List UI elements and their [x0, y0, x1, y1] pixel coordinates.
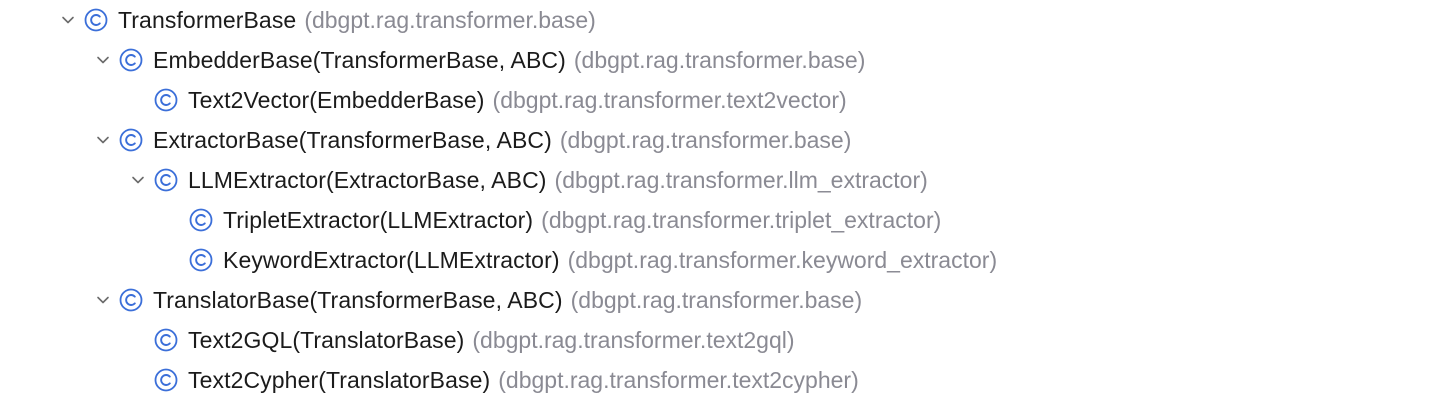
tree-node-text2gql[interactable]: Text2GQL(TranslatorBase) (dbgpt.rag.tran… [128, 320, 795, 360]
node-label: Text2Vector(EmbedderBase) [188, 86, 485, 113]
chevron-down-icon[interactable] [93, 50, 113, 70]
class-icon [119, 48, 143, 72]
node-label: LLMExtractor(ExtractorBase, ABC) [188, 166, 547, 193]
tree-node-translatorbase[interactable]: TranslatorBase(TransformerBase, ABC) (db… [93, 280, 862, 320]
chevron-down-icon[interactable] [93, 130, 113, 150]
node-label: TripletExtractor(LLMExtractor) [223, 206, 534, 233]
node-label: TransformerBase [118, 6, 297, 33]
node-module: (dbgpt.rag.transformer.base) [573, 46, 866, 73]
tree-node-embedderbase[interactable]: EmbedderBase(TransformerBase, ABC) (dbgp… [93, 40, 865, 80]
node-module: (dbgpt.rag.transformer.base) [559, 126, 852, 153]
chevron-down-icon[interactable] [128, 170, 148, 190]
node-module: (dbgpt.rag.transformer.keyword_extractor… [567, 246, 998, 273]
node-label: EmbedderBase(TransformerBase, ABC) [153, 46, 566, 73]
class-icon [154, 368, 178, 392]
chevron-down-icon[interactable] [58, 10, 78, 30]
node-module: (dbgpt.rag.transformer.text2vector) [492, 86, 847, 113]
tree-node-transformerbase[interactable]: TransformerBase (dbgpt.rag.transformer.b… [58, 0, 596, 40]
node-module: (dbgpt.rag.transformer.text2cypher) [498, 366, 859, 393]
node-label: Text2Cypher(TranslatorBase) [188, 366, 491, 393]
class-icon [119, 288, 143, 312]
class-icon [154, 328, 178, 352]
chevron-down-icon[interactable] [93, 290, 113, 310]
class-icon [189, 248, 213, 272]
node-label: TranslatorBase(TransformerBase, ABC) [153, 286, 563, 313]
class-icon [189, 208, 213, 232]
class-icon [154, 88, 178, 112]
node-module: (dbgpt.rag.transformer.triplet_extractor… [541, 206, 942, 233]
class-icon [84, 8, 108, 32]
tree-node-text2vector[interactable]: Text2Vector(EmbedderBase) (dbgpt.rag.tra… [128, 80, 847, 120]
node-module: (dbgpt.rag.transformer.text2gql) [472, 326, 795, 353]
node-label: Text2GQL(TranslatorBase) [188, 326, 465, 353]
tree-node-keywordextractor[interactable]: KeywordExtractor(LLMExtractor) (dbgpt.ra… [163, 240, 997, 280]
tree-node-tripletextractor[interactable]: TripletExtractor(LLMExtractor) (dbgpt.ra… [163, 200, 941, 240]
node-module: (dbgpt.rag.transformer.base) [570, 286, 863, 313]
tree-node-text2cypher[interactable]: Text2Cypher(TranslatorBase) (dbgpt.rag.t… [128, 360, 859, 400]
node-module: (dbgpt.rag.transformer.llm_extractor) [554, 166, 928, 193]
node-module: (dbgpt.rag.transformer.base) [304, 6, 596, 33]
node-label: KeywordExtractor(LLMExtractor) [223, 246, 560, 273]
node-label: ExtractorBase(TransformerBase, ABC) [153, 126, 552, 153]
class-icon [154, 168, 178, 192]
tree-node-extractorbase[interactable]: ExtractorBase(TransformerBase, ABC) (dbg… [93, 120, 851, 160]
class-icon [119, 128, 143, 152]
tree-node-llmextractor[interactable]: LLMExtractor(ExtractorBase, ABC) (dbgpt.… [128, 160, 928, 200]
